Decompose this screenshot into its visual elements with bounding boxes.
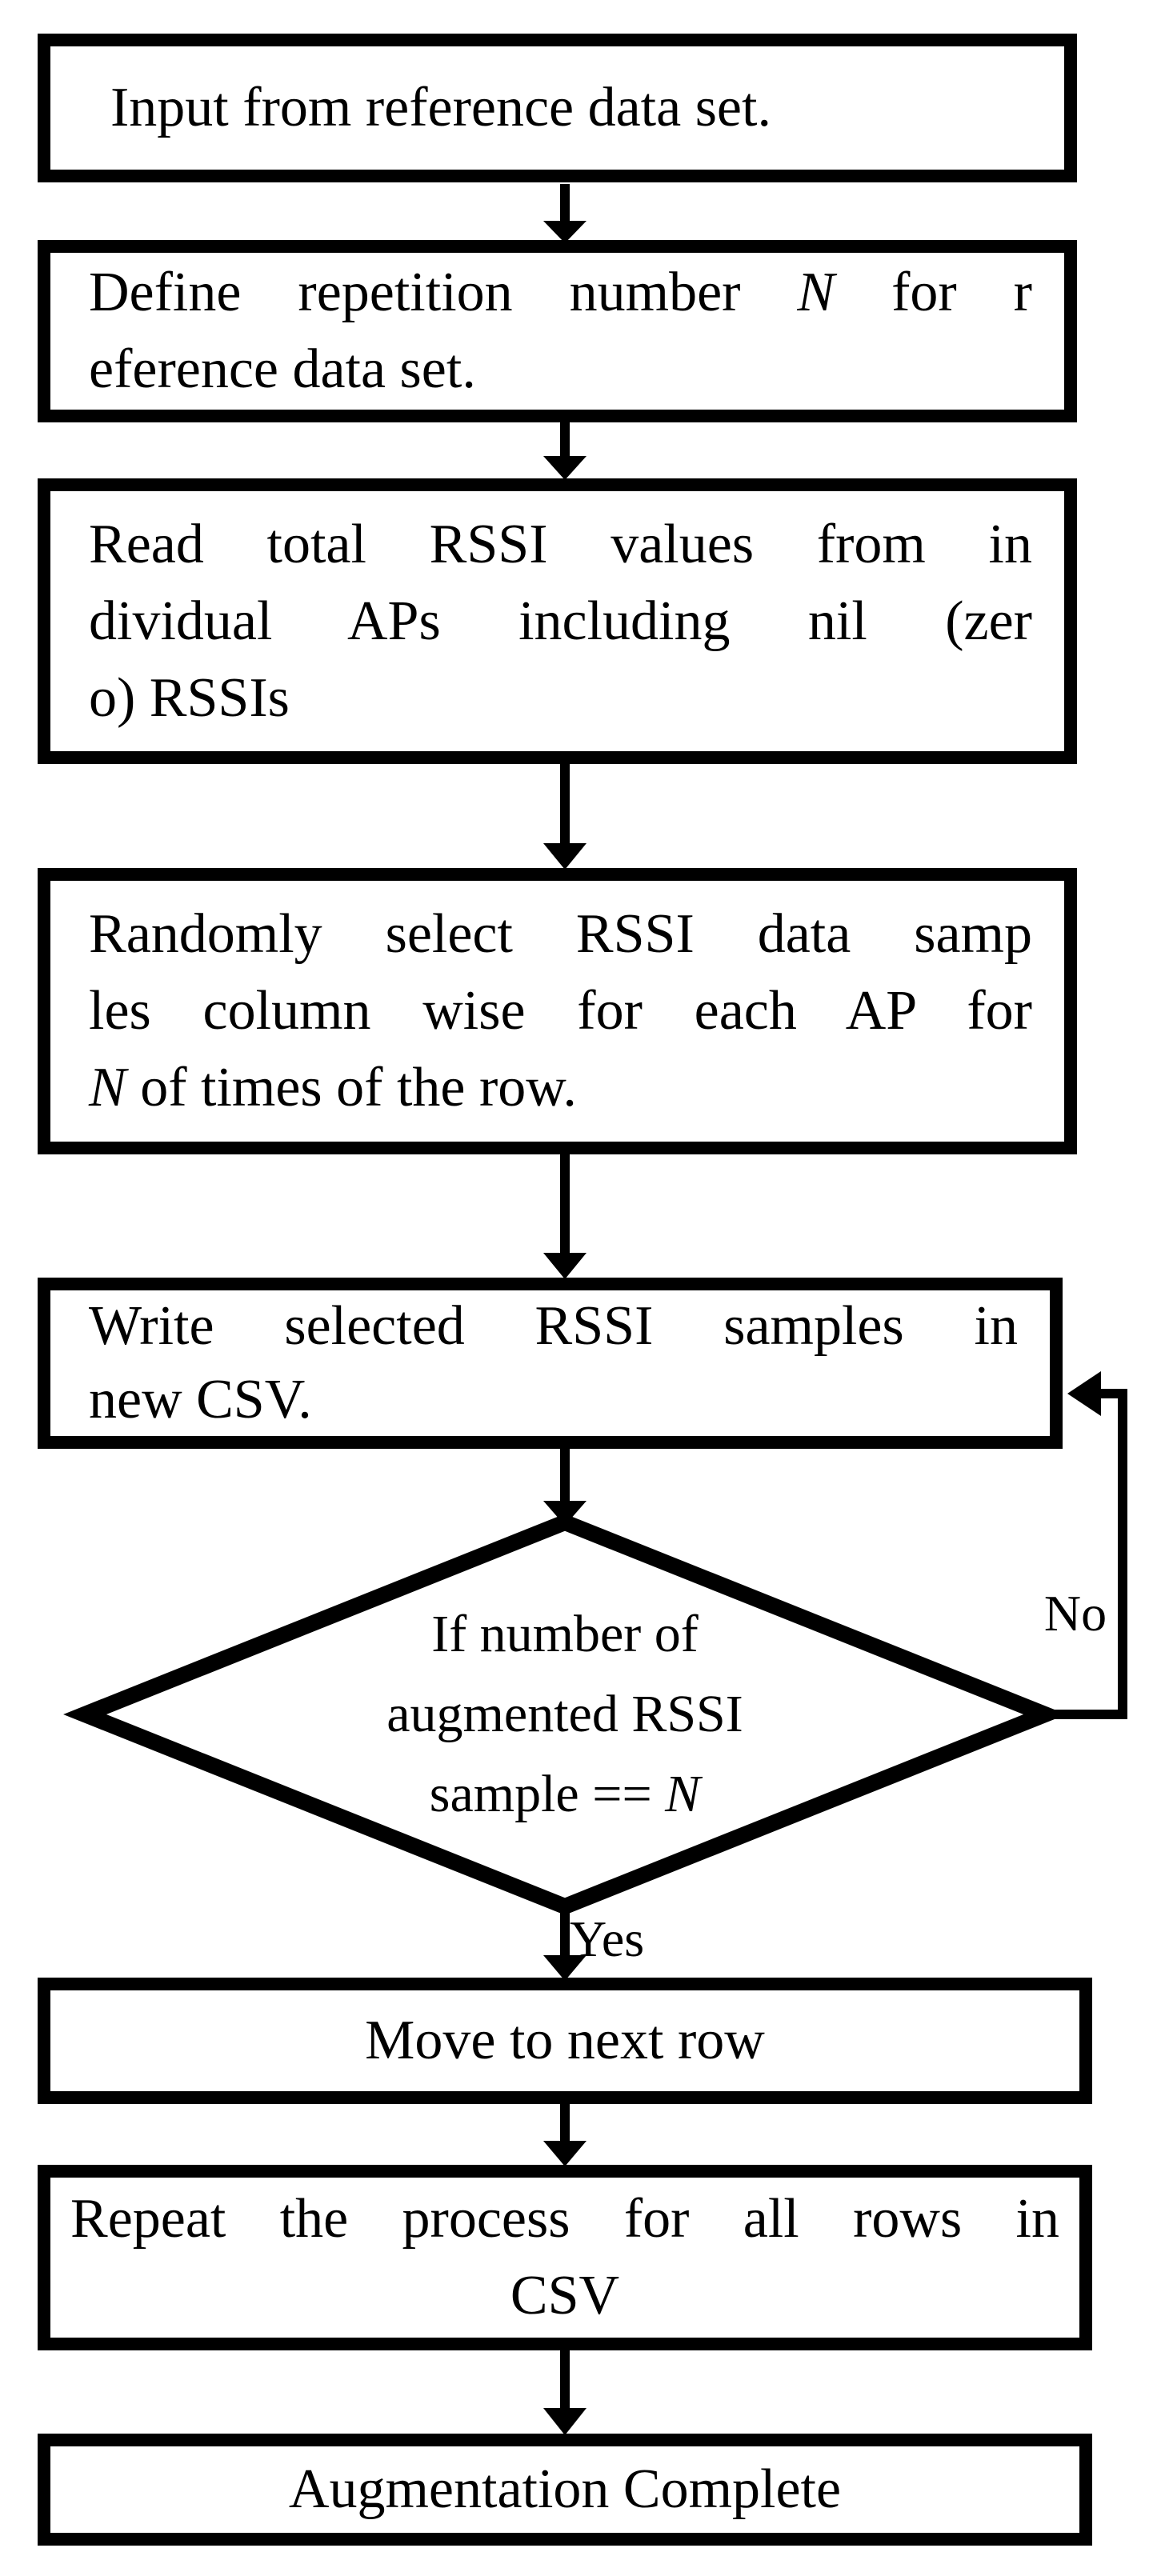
- arrow-move-to-repeat: [543, 2102, 587, 2166]
- node-text-line: sample == N: [429, 1765, 701, 1823]
- node-text-line: Write selected RSSI samples in: [89, 1295, 1018, 1357]
- node-randomly-select-samples: Randomly select RSSI data samp les colum…: [38, 868, 1077, 1154]
- arrow-define-to-read: [543, 421, 587, 480]
- node-text-line: o) RSSIs: [89, 666, 290, 729]
- node-write-csv: Write selected RSSI samples in new CSV.: [38, 1278, 1063, 1449]
- arrow-read-to-select: [543, 762, 587, 870]
- node-text-line: CSV: [510, 2265, 620, 2326]
- italic-n-variable: N: [665, 1765, 701, 1823]
- node-text-line: N of times of the row.: [89, 1057, 577, 1118]
- node-read-rssi-values: Read total RSSI values from in dividual …: [38, 478, 1077, 764]
- node-text-line: Read total RSSI values from in: [89, 513, 1032, 575]
- node-move-next-row: Move to next row: [38, 1978, 1092, 2104]
- node-text-line: Move to next row: [365, 2010, 765, 2071]
- edge-label-yes: Yes: [570, 1910, 645, 1967]
- node-decision-sample-count: If number of augmented RSSI sample == N: [285, 1594, 845, 1834]
- edge-label-no: No: [1043, 1585, 1107, 1642]
- node-text-line: dividual APs including nil (zer: [89, 590, 1032, 652]
- arrow-select-to-write: [543, 1153, 587, 1279]
- node-text-line: eference data set.: [89, 338, 476, 400]
- node-repeat-all-rows: Repeat the process for all rows in CSV: [38, 2165, 1092, 2350]
- node-text-line: les column wise for each AP for: [89, 980, 1032, 1042]
- italic-n-variable: N: [797, 262, 835, 323]
- node-text-line: Input from reference data set.: [110, 77, 771, 138]
- arrow-write-to-decision: [543, 1447, 587, 1526]
- arrow-repeat-to-complete: [543, 2349, 587, 2435]
- arrow-yes-decision-to-move: [543, 1905, 587, 1981]
- italic-n-variable: N: [89, 1057, 126, 1118]
- arrow-input-to-define: [543, 184, 587, 243]
- node-input-reference-data: Input from reference data set.: [38, 34, 1077, 182]
- node-text-line: Augmentation Complete: [288, 2458, 842, 2520]
- node-define-repetition-number: Define repetition number N for r eferenc…: [38, 240, 1077, 422]
- node-text-line: If number of: [431, 1605, 699, 1663]
- node-text-line: Define repetition number N for r: [89, 262, 1032, 323]
- arrow-no-loop: [1045, 1371, 1127, 1719]
- node-text-line: new CSV.: [89, 1369, 312, 1430]
- node-text-line: augmented RSSI: [386, 1685, 743, 1743]
- node-augmentation-complete: Augmentation Complete: [38, 2434, 1092, 2546]
- node-text-line: Randomly select RSSI data samp: [89, 903, 1032, 965]
- node-text-line: Repeat the process for all rows in: [70, 2188, 1059, 2250]
